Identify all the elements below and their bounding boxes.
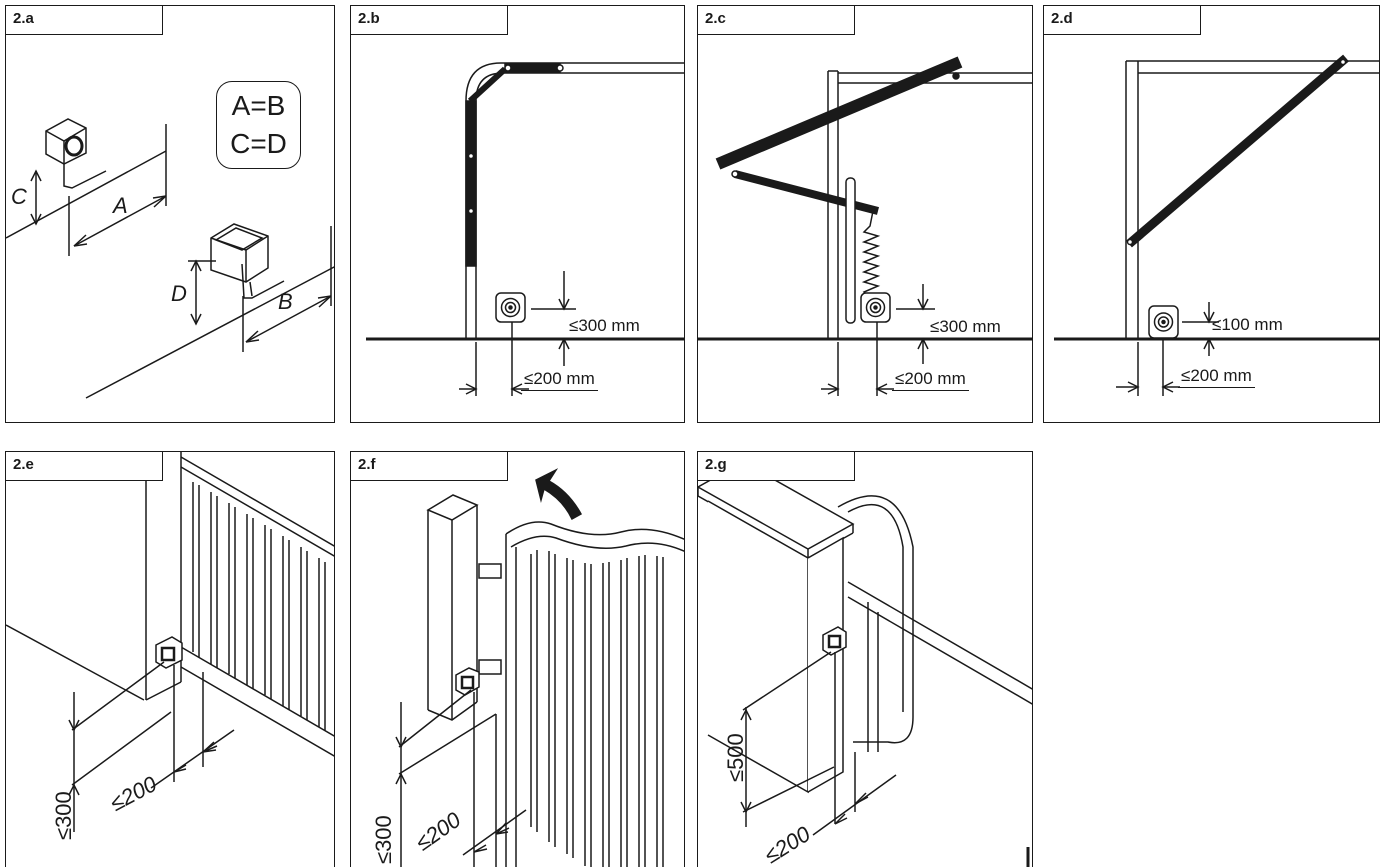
label-b: B [278, 289, 293, 314]
panel-tag: 2.a [6, 6, 163, 35]
spring-door-drawing [698, 56, 1032, 396]
height-dimension: ≤300 [51, 791, 76, 840]
panel-2f: 2.f [350, 451, 685, 867]
label-d: D [171, 281, 187, 306]
panel-tag: 2.g [698, 452, 855, 481]
panel-2c: 2.c [697, 5, 1033, 423]
panel-2d: 2.d [1043, 5, 1380, 423]
panel-2a: 2.a [5, 5, 335, 423]
swing-gate-drawing [395, 468, 684, 867]
label-a: A [113, 193, 128, 218]
side-dimension: ≤200 mm [892, 369, 969, 391]
equation-box: A=B C=D [216, 81, 301, 169]
height-dimension: ≤300 mm [930, 317, 1001, 336]
panel-tag: 2.e [6, 452, 163, 481]
height-dimension: ≤500 [723, 733, 748, 782]
height-dimension: ≤300 mm [569, 316, 640, 335]
side-dimension: ≤200 mm [1178, 366, 1255, 388]
panel-2b: 2.b [350, 5, 685, 423]
gate-bars [192, 482, 326, 731]
equation-ab: A=B [231, 90, 286, 121]
barrier-post-drawing [698, 461, 1032, 867]
equation-cd: C=D [230, 128, 287, 159]
panel-2e: 2.e [5, 451, 335, 867]
height-dimension: ≤300 [371, 815, 396, 864]
panel-tag: 2.c [698, 6, 855, 35]
height-dimension: ≤100 mm [1212, 315, 1283, 334]
gate-bars [530, 550, 664, 867]
barrier-drawing [1054, 54, 1379, 396]
panel-tag: 2.b [351, 6, 508, 35]
side-dimension: ≤200 mm [521, 369, 598, 391]
parallel-slope-drawing [6, 118, 334, 399]
up-and-over-door-drawing [366, 62, 684, 396]
panel-2g: 2.g [697, 451, 1033, 867]
panel-tag: 2.f [351, 452, 508, 481]
label-c: C [11, 184, 27, 209]
sliding-gate-drawing [6, 452, 334, 832]
panel-tag: 2.d [1044, 6, 1201, 35]
